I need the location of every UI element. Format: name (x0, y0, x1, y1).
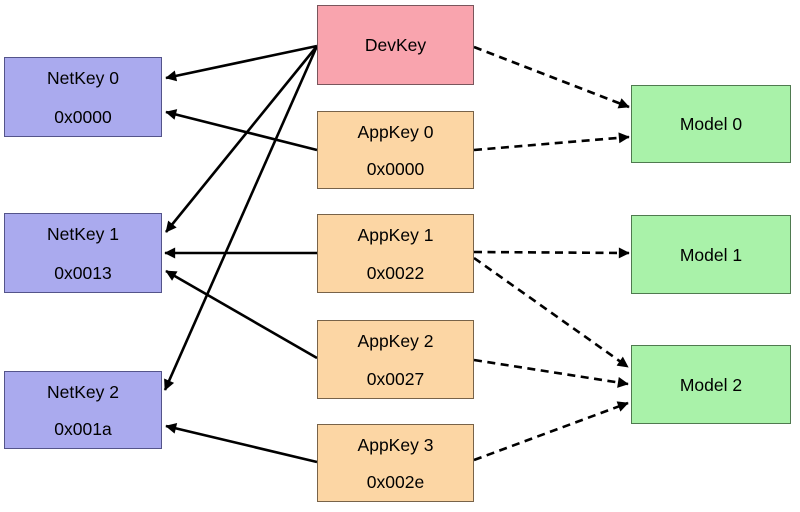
edge-appkey3-model2 (473, 401, 629, 462)
node-sublabel: 0x0022 (366, 262, 425, 283)
node-label: AppKey 1 (357, 225, 434, 245)
node-netkey-2: NetKey 2 0x001a (4, 371, 162, 449)
node-appkey-1: AppKey 1 0x0022 (317, 214, 474, 293)
node-label: NetKey 1 (47, 224, 119, 244)
edge-devkey-netkey2 (163, 45, 319, 391)
node-netkey-1: NetKey 1 0x0013 (4, 213, 162, 293)
node-appkey-0: AppKey 0 0x0000 (317, 111, 474, 189)
node-sublabel: 0x002e (366, 471, 425, 492)
node-sublabel: 0x0013 (54, 262, 112, 283)
edge-appkey0-model0 (473, 132, 630, 152)
node-label: NetKey 2 (47, 382, 119, 402)
node-model-0: Model 0 (631, 85, 791, 163)
edge-appkey0-netkey0 (165, 109, 318, 152)
edge-appkey2-netkey1 (165, 269, 318, 360)
node-sublabel: 0x0000 (366, 158, 425, 179)
edge-devkey-netkey1 (164, 45, 319, 233)
node-sublabel: 0x001a (54, 418, 112, 439)
node-model-1: Model 1 (631, 215, 791, 294)
node-netkey-0: NetKey 0 0x0000 (4, 57, 162, 137)
edge-appkey1-model1 (473, 247, 630, 259)
edge-appkey2-model2 (473, 358, 629, 388)
node-label: AppKey 3 (357, 435, 434, 455)
node-label: AppKey 2 (357, 331, 434, 351)
node-label: DevKey (364, 35, 427, 56)
node-appkey-3: AppKey 3 0x002e (317, 424, 474, 502)
node-sublabel: 0x0000 (54, 106, 112, 127)
edge-appkey3-netkey2 (165, 423, 318, 464)
node-model-2: Model 2 (631, 345, 791, 424)
node-label: AppKey 0 (357, 122, 434, 142)
node-devkey: DevKey (317, 5, 474, 85)
node-label: Model 2 (679, 374, 743, 395)
node-label: Model 1 (679, 244, 743, 265)
node-label: Model 0 (679, 114, 743, 135)
edge-devkey-netkey0 (165, 44, 318, 82)
node-sublabel: 0x0027 (366, 368, 425, 389)
node-label: NetKey 0 (47, 68, 119, 88)
node-appkey-2: AppKey 2 0x0027 (317, 320, 474, 399)
edge-devkey-model0 (473, 45, 630, 109)
edge-appkey1-model2 (473, 256, 629, 369)
